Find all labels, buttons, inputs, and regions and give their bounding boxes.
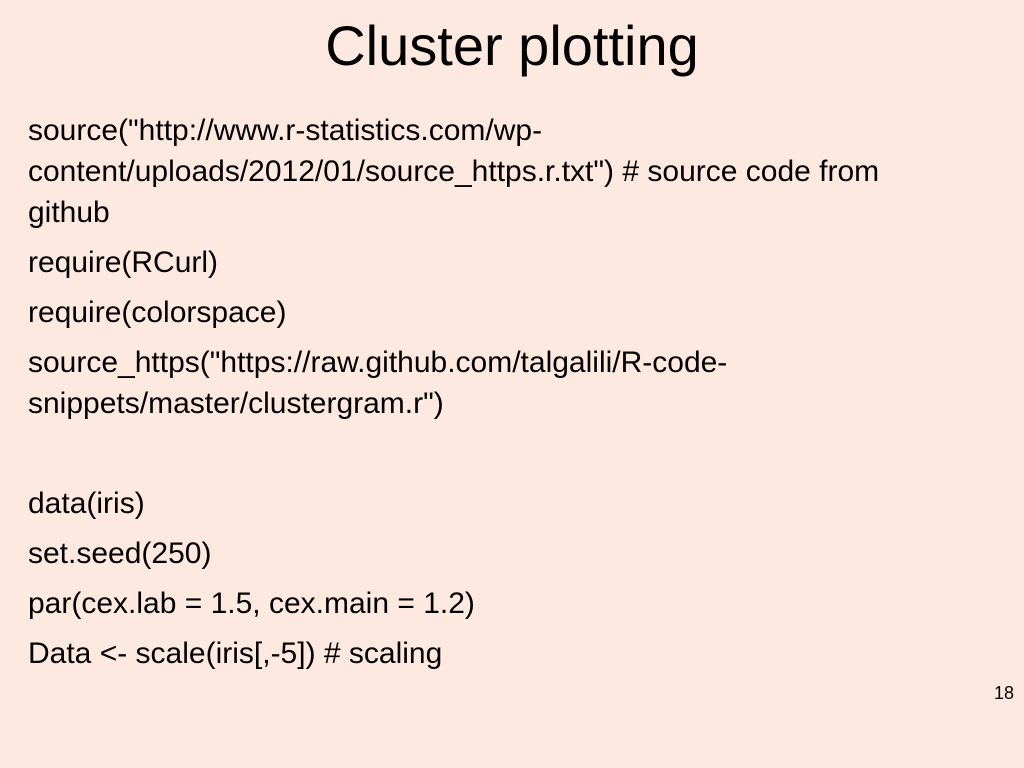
blank-line [28,433,968,474]
code-line-scale-data: Data <- scale(iris[,-5]) # scaling [28,637,443,670]
code-line-data-iris: data(iris) [28,487,145,520]
page-number: 18 [993,683,1014,703]
code-line-source-github: source("http://www.r-statistics.com/wp-c… [28,114,880,229]
code-line-set-seed: set.seed(250) [28,537,212,570]
code-line-require-rcurl: require(RCurl) [28,246,219,279]
code-line-par: par(cex.lab = 1.5, cex.main = 1.2) [28,587,475,620]
code-line-require-colorspace: require(colorspace) [28,296,287,329]
slide-title: Cluster plotting [325,14,699,77]
code-line-source-https: source_https("https://raw.github.com/tal… [28,346,728,420]
slide-body: source("http://www.r-statistics.com/wp-c… [28,110,968,683]
